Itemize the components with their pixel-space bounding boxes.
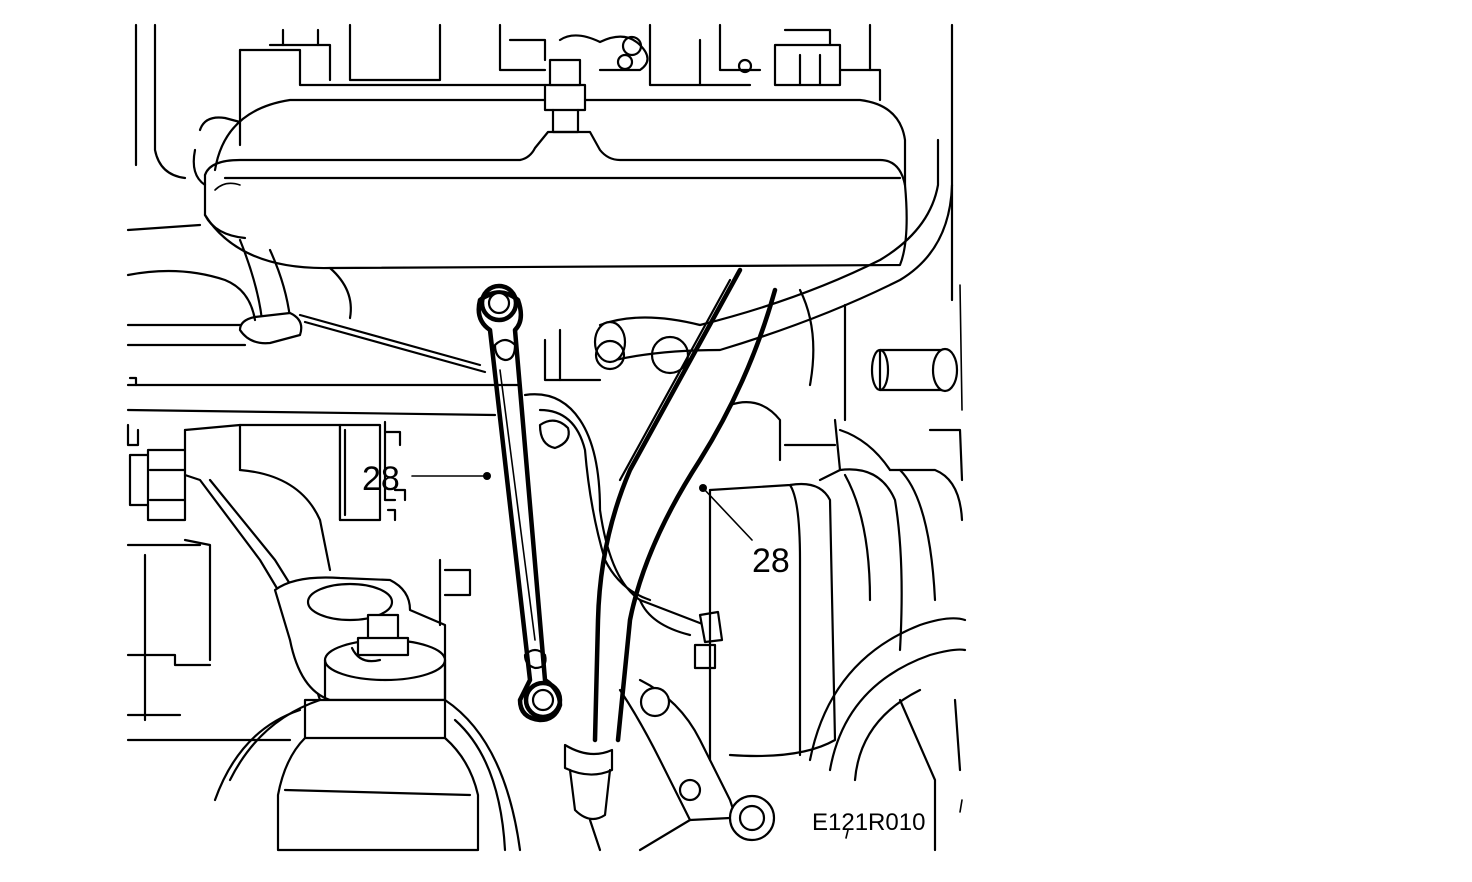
mount-plate <box>273 558 472 702</box>
callout-label-left: 28 <box>362 460 400 498</box>
top-cover <box>153 23 908 345</box>
lower-canister <box>213 698 522 852</box>
callout-right <box>699 484 753 541</box>
corner-ticks <box>845 799 963 839</box>
clamp-hose <box>523 393 724 670</box>
figure-code: E121R010 <box>812 809 925 836</box>
left-frame <box>126 223 522 742</box>
lower-bracket <box>618 678 776 852</box>
frame-lines <box>134 23 963 411</box>
hose <box>563 267 778 852</box>
pipe-stub <box>798 288 959 422</box>
inlet-pipe <box>543 138 954 382</box>
pump-drum <box>708 401 967 852</box>
link-rod <box>476 283 563 723</box>
callout-label-right: 28 <box>752 542 790 580</box>
callout-left <box>383 420 491 522</box>
